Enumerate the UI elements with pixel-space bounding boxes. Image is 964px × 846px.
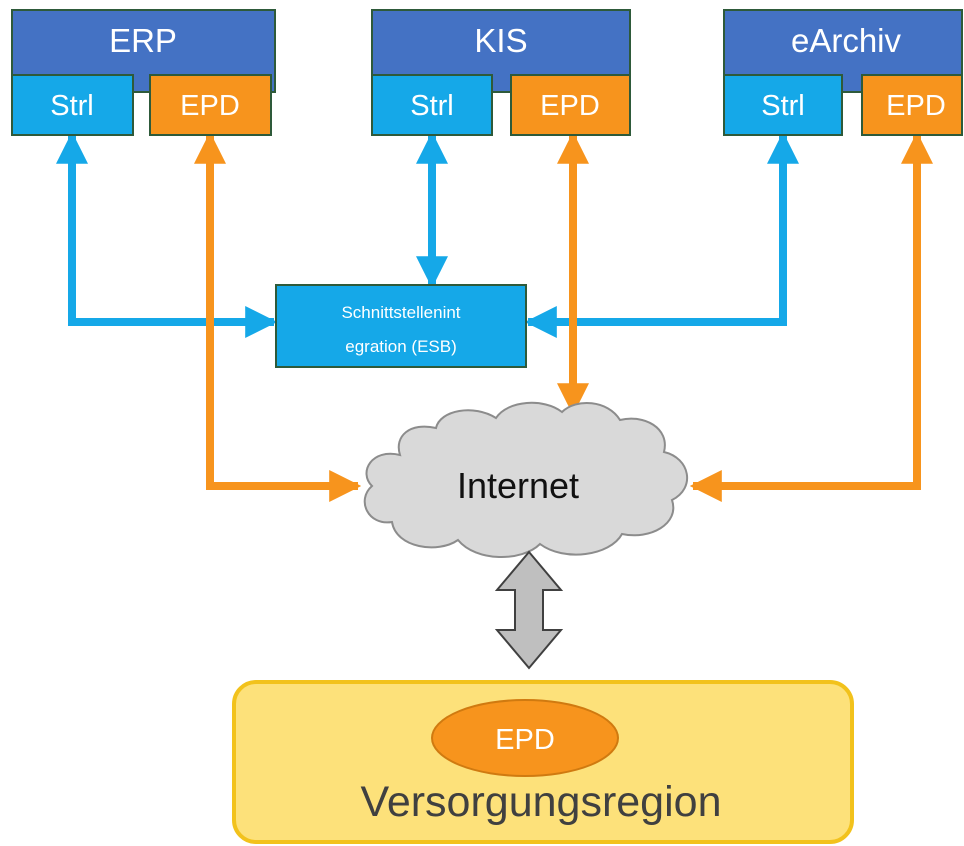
erp-strl-label: Strl bbox=[50, 90, 94, 122]
system-kis-label: KIS bbox=[474, 22, 527, 59]
earchiv-strl-port bbox=[723, 74, 843, 136]
system-erp: ERP Strl EPD bbox=[11, 9, 276, 136]
system-earchiv-label: eArchiv bbox=[791, 22, 902, 59]
region-epd-ellipse bbox=[431, 699, 619, 777]
earchiv-strl-label: Strl bbox=[761, 90, 805, 122]
region-epd-label: EPD bbox=[495, 724, 555, 756]
kis-strl-port bbox=[371, 74, 493, 136]
internet-label: Internet bbox=[457, 465, 579, 506]
system-erp-label: ERP bbox=[109, 22, 177, 59]
erp-epd-label: EPD bbox=[180, 90, 240, 122]
erp-epd-port bbox=[149, 74, 272, 136]
kis-epd-port bbox=[510, 74, 631, 136]
esb-label-line2: egration (ESB) bbox=[345, 337, 457, 356]
esb-integration: Schnittstellenint egration (ESB) bbox=[275, 284, 527, 368]
erp-epd-internet-connector bbox=[194, 131, 362, 502]
esb-label-line1: Schnittstellenint bbox=[341, 303, 460, 322]
system-kis: KIS Strl EPD bbox=[371, 9, 631, 136]
internet-region-double-arrow bbox=[494, 550, 564, 670]
system-earchiv: eArchiv Strl EPD bbox=[723, 9, 963, 136]
internet-cloud: Internet bbox=[363, 401, 689, 558]
esb-box bbox=[275, 284, 527, 368]
earchiv-strl-esb-connector bbox=[524, 131, 799, 338]
versorgungsregion: EPD Versorgungsregion bbox=[232, 680, 854, 844]
erp-strl-esb-connector bbox=[56, 131, 278, 338]
kis-epd-label: EPD bbox=[540, 90, 600, 122]
cloud-shape bbox=[363, 401, 689, 558]
earchiv-epd-port bbox=[861, 74, 963, 136]
earchiv-epd-internet-connector bbox=[689, 131, 933, 502]
earchiv-epd-label: EPD bbox=[886, 90, 946, 122]
erp-strl-port bbox=[11, 74, 134, 136]
region-label: Versorgungsregion bbox=[361, 778, 722, 826]
kis-strl-label: Strl bbox=[410, 90, 454, 122]
